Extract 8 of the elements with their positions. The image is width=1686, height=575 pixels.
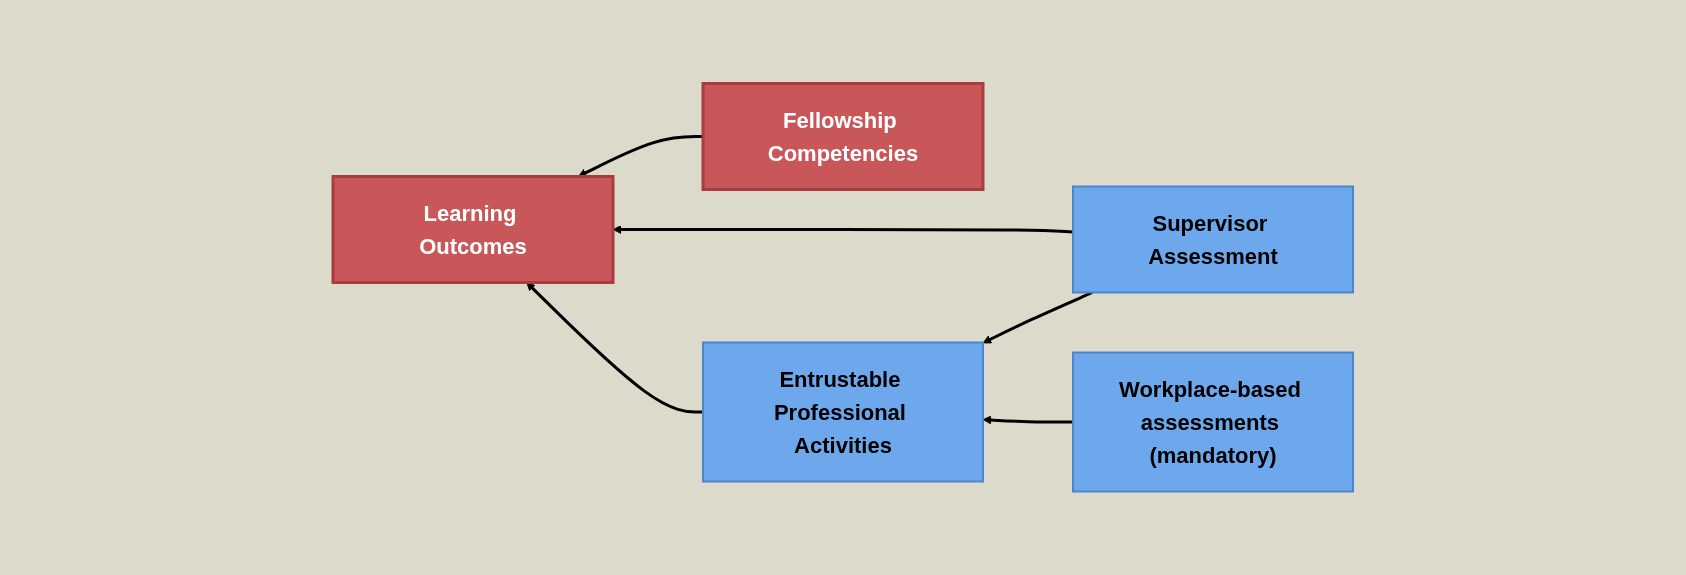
arrow: [526, 282, 703, 414]
node-box: Entrustable Professional Activities: [702, 341, 984, 483]
node-box: Learning Outcomes: [331, 175, 615, 284]
node-box: Supervisor Assessment: [1072, 185, 1354, 294]
arrow: [982, 291, 1093, 344]
node-box: Fellowship Competencies: [701, 82, 985, 191]
node-box: Workplace-based assessments (mandatory): [1072, 351, 1354, 493]
arrow: [578, 135, 703, 177]
